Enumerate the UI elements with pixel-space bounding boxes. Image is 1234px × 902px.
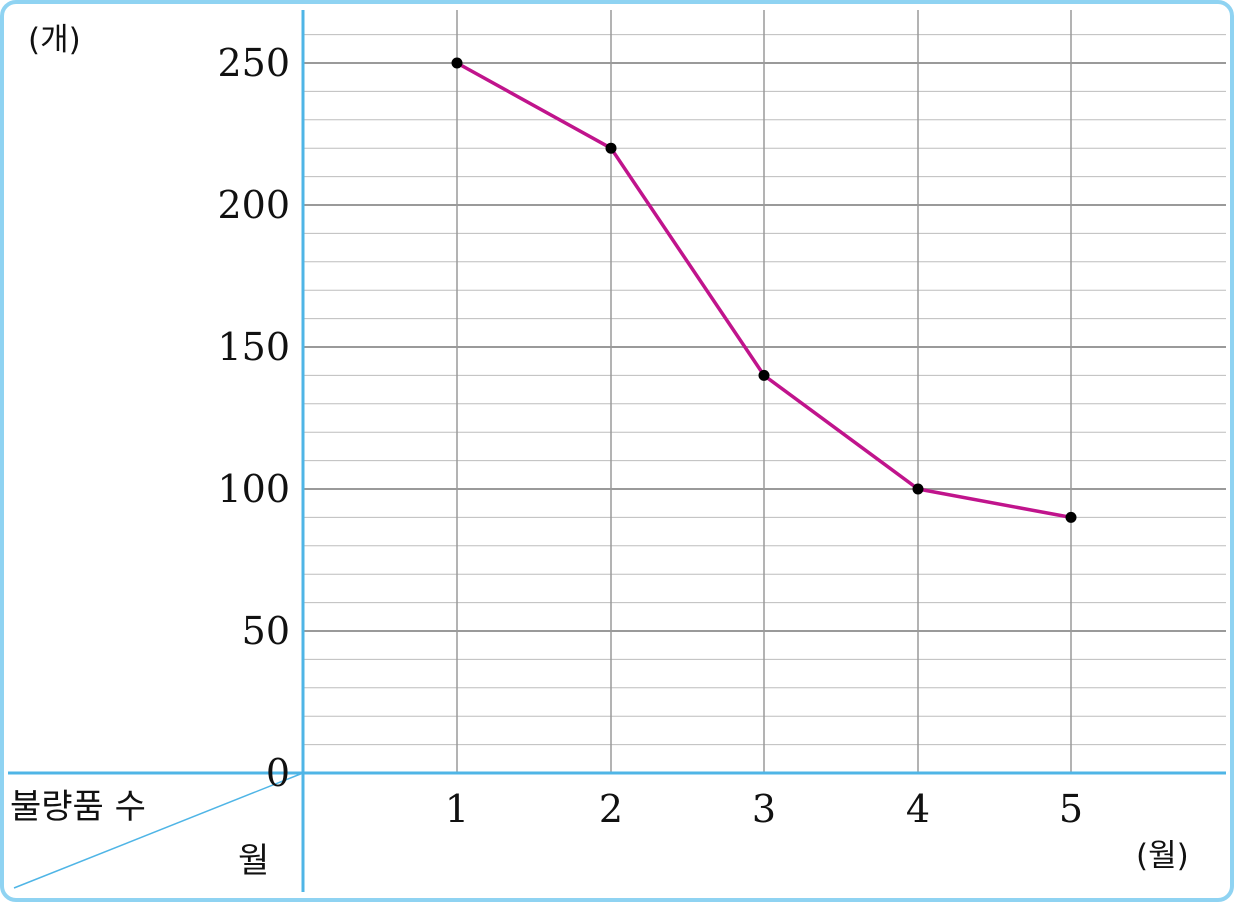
x-tick-label: 1 [445, 787, 469, 831]
y-tick-labels: 250 200 150 100 50 0 [217, 41, 290, 795]
x-tick-label: 2 [599, 787, 623, 831]
y-axis-unit-label: (개) [28, 22, 81, 58]
data-point [605, 142, 617, 154]
x-tick-labels: 1 2 3 4 5 [445, 787, 1083, 831]
data-point [1065, 511, 1077, 523]
y-tick-label: 150 [217, 325, 290, 369]
data-point [912, 483, 924, 495]
x-tick-label: 3 [752, 787, 776, 831]
y-tick-label: 50 [242, 609, 290, 653]
vertical-grid [456, 10, 1072, 773]
data-points [451, 57, 1077, 523]
y-tick-label: 250 [217, 41, 290, 85]
data-point [451, 57, 463, 69]
y-tick-label: 100 [217, 467, 290, 511]
x-tick-label: 4 [906, 787, 930, 831]
corner-diagonal [13, 772, 304, 889]
y-tick-label: 0 [266, 751, 290, 795]
corner-col-header: 월 [238, 841, 269, 881]
corner-row-header: 불량품 수 [10, 787, 146, 827]
data-point [758, 369, 770, 381]
x-axis-unit-label: (월) [1136, 838, 1189, 874]
y-tick-label: 200 [217, 183, 290, 227]
x-tick-label: 5 [1059, 787, 1083, 831]
